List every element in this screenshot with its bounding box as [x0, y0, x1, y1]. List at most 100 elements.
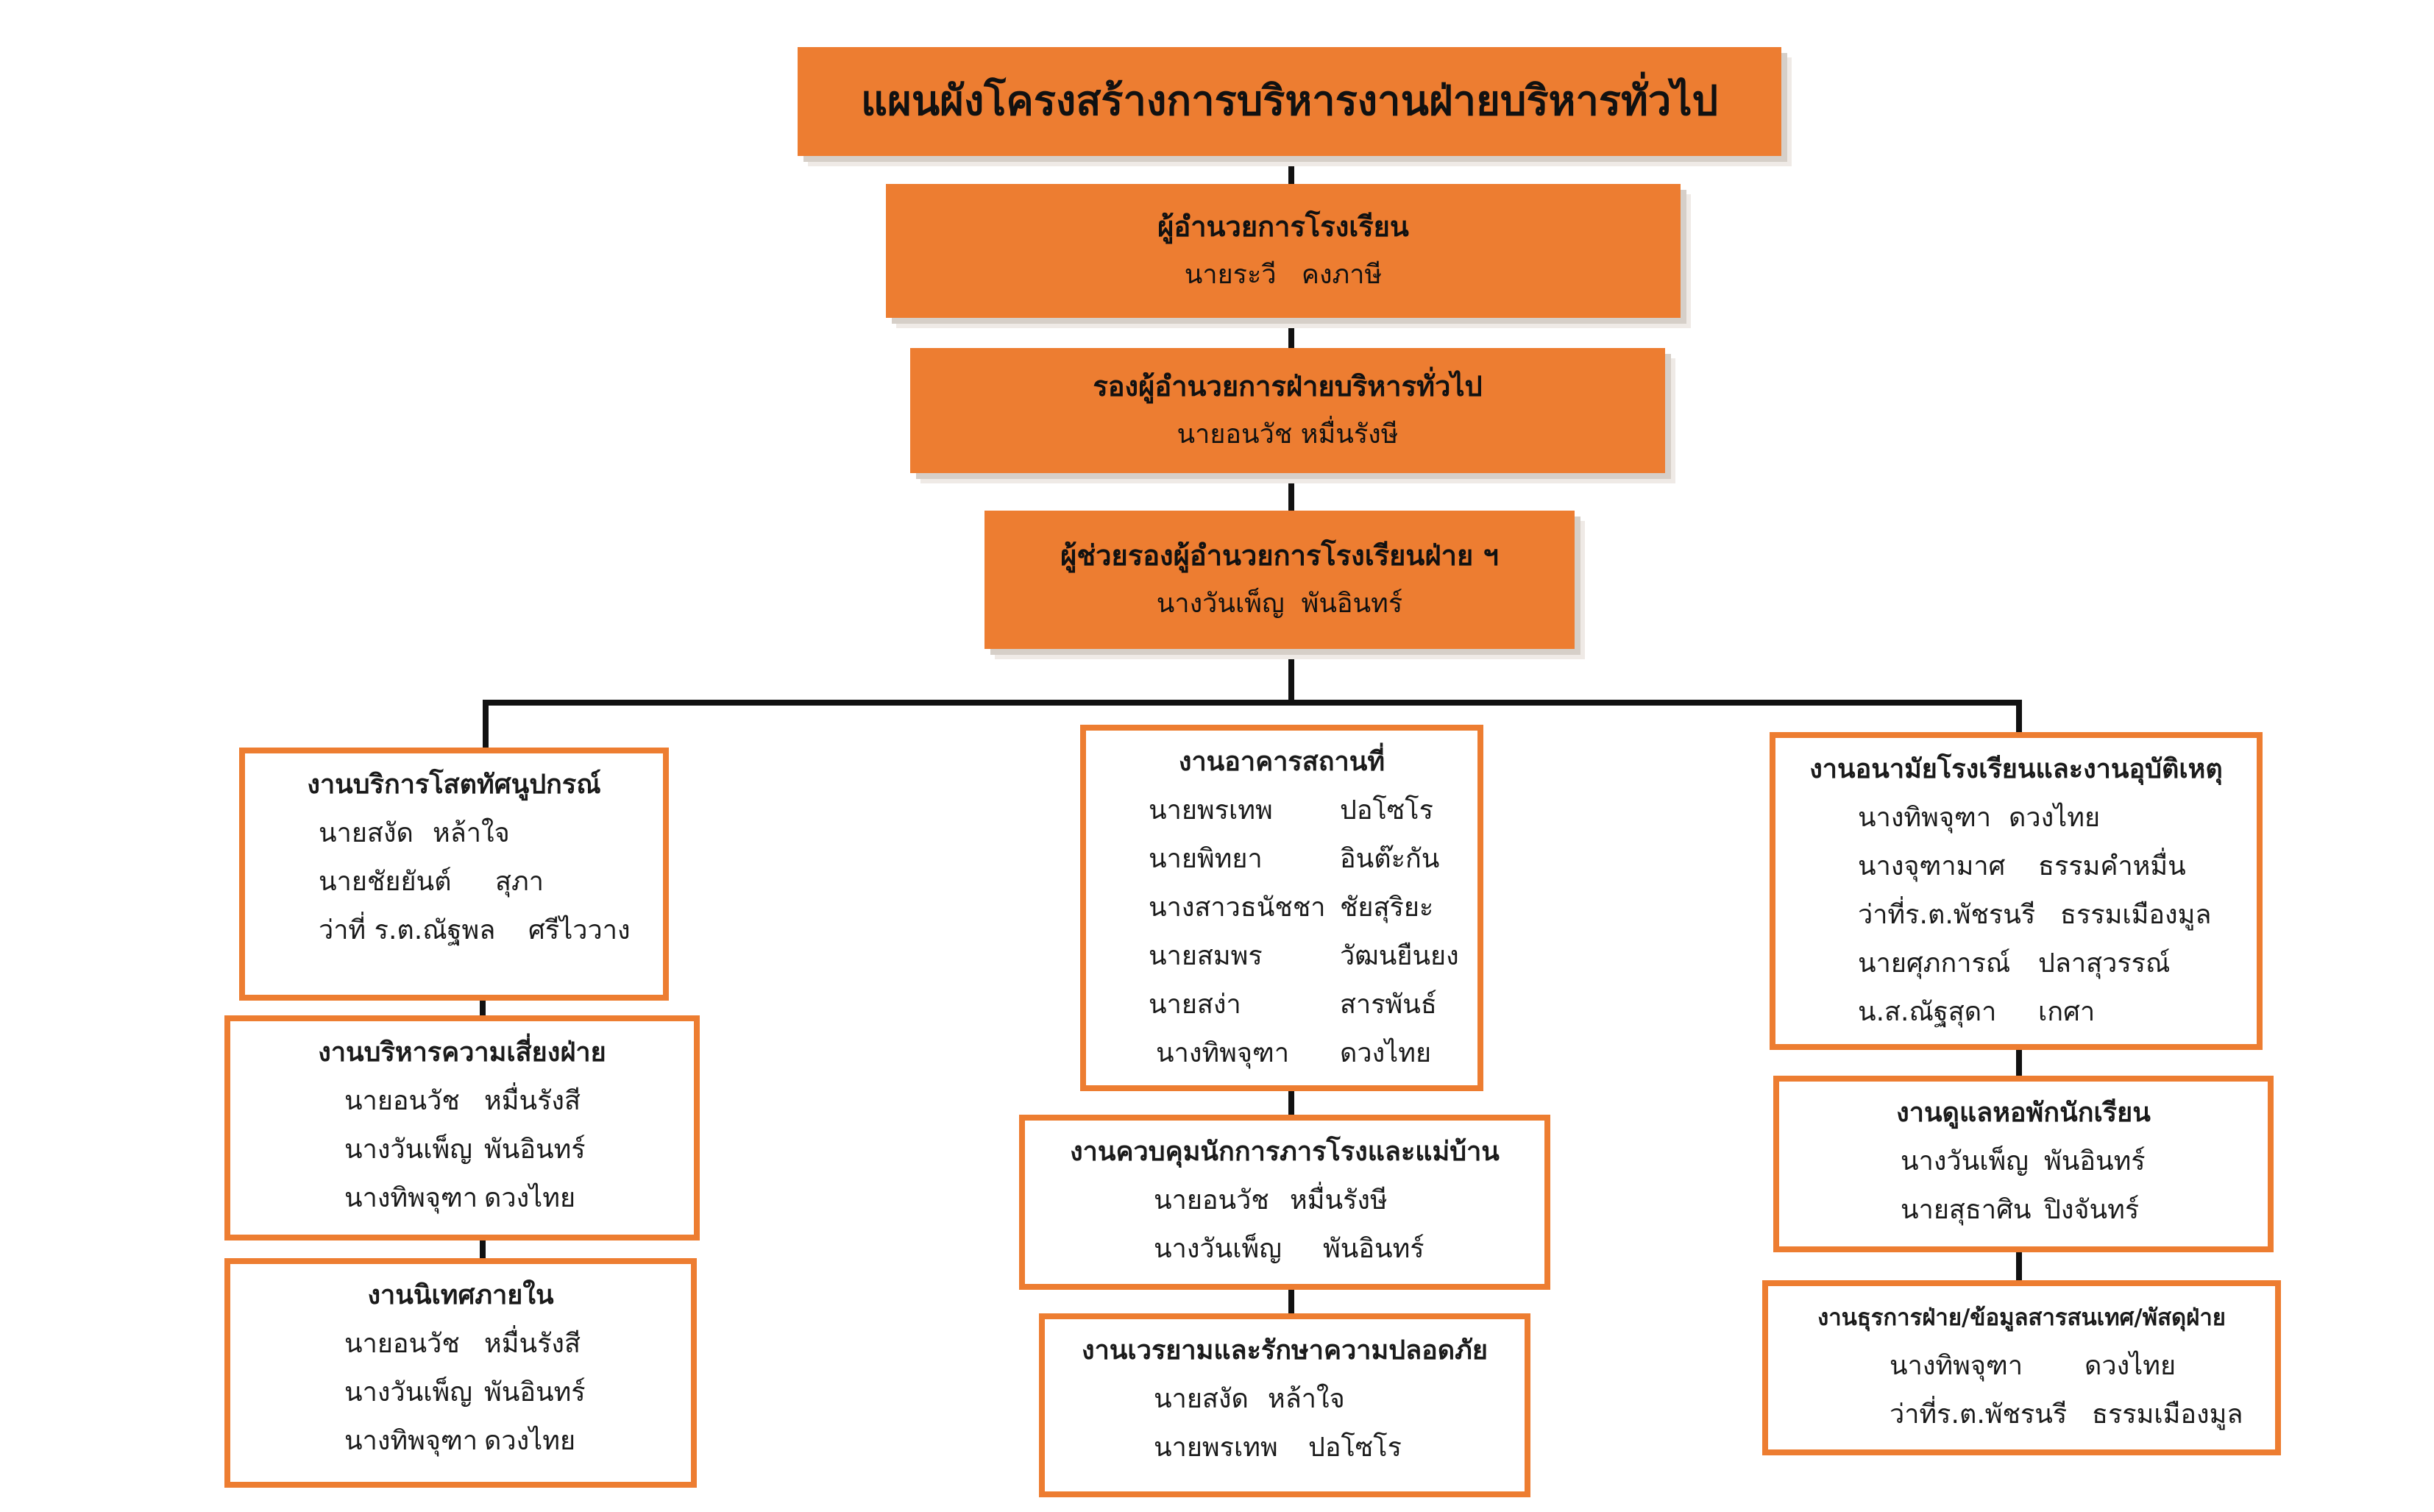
member-surname: ธรรมเมืองมูล	[2092, 1399, 2243, 1430]
member-name: นายอนวัช	[344, 1086, 460, 1116]
member-row: นางสาวธนัชชา ชัยสุริยะ	[1149, 884, 1477, 932]
member-row: นางทิพจุฑา ดวงไทย	[1149, 1029, 1477, 1078]
assistant-box: ผู้ช่วยรองผู้อำนวยการโรงเรียนฝ่าย ฯ นางว…	[984, 511, 1575, 649]
unit-dormitory-care: งานดูแลหอพักนักเรียน นางวันเพ็ญพันอินทร์…	[1773, 1076, 2274, 1252]
member-surname: ดวงไทย	[1340, 1038, 1432, 1068]
member-name: นางทิพจุฑา	[344, 1183, 478, 1213]
member-surname: อินต๊ะกัน	[1340, 844, 1440, 874]
member-name: นายอนวัช	[1154, 1185, 1269, 1215]
member-row: นางวันเพ็ญ พันอินทร์	[1154, 1225, 1544, 1274]
assistant-role: ผู้ช่วยรองผู้อำนวยการโรงเรียนฝ่าย ฯ	[1060, 539, 1499, 572]
member-name: ว่าที่ร.ต.พัชรนรี	[1890, 1399, 2068, 1430]
member-row: ว่าที่ร.ต.พัชรนรี ธรรมเมืองมูล	[1890, 1391, 2275, 1439]
member-surname: ชัยสุริยะ	[1340, 892, 1434, 923]
unit-internal-supervision: งานนิเทศภายใน นายอนวัชหมื่นรังสี นางวันเ…	[224, 1258, 697, 1488]
connector-left-drop	[483, 700, 489, 751]
unit-buildings-grounds: งานอาคารสถานที่ นายพรเทพปอโซโร นายพิทยา อ…	[1080, 725, 1483, 1091]
member-surname: ดวงไทย	[2084, 1351, 2176, 1381]
assistant-name: นางวันเพ็ญ พันอินทร์	[1156, 589, 1403, 619]
member-name: นางทิพจุฑา	[344, 1426, 478, 1456]
member-surname: วัฒนยืนยง	[1340, 941, 1459, 971]
member-row: นางทิพจุฑา ดวงไทย	[1858, 794, 2257, 842]
member-surname: ปลาสุวรรณ์	[2038, 948, 2171, 979]
member-surname: ดวงไทย	[484, 1426, 576, 1456]
member-row: นางวันเพ็ญพันอินทร์	[1901, 1137, 2268, 1186]
member-row: ว่าที่ ร.ต.ณัฐพล ศรีไววาง	[319, 906, 663, 955]
unit-title: งานควบคุมนักการภารโรงและแม่บ้าน	[1070, 1137, 1500, 1167]
unit-av-services: งานบริการโสตทัศนูปกรณ์ นายสงัดหล้าใจ นาย…	[239, 748, 669, 1001]
unit-title: งานดูแลหอพักนักเรียน	[1896, 1098, 2151, 1128]
member-surname: สุภา	[495, 867, 544, 897]
member-surname: ธรรมคำหมื่น	[2038, 851, 2186, 881]
member-row: นายพรเทพปอโซโร	[1149, 787, 1477, 835]
unit-title: งานนิเทศภายใน	[367, 1280, 554, 1310]
member-name: นายพรเทพ	[1154, 1433, 1278, 1463]
chart-title: แผนผังโครงสร้างการบริหารงานฝ่ายบริหารทั่…	[860, 77, 1719, 125]
member-row: นายชัยยันต์ สุภา	[319, 858, 663, 906]
member-row: นางวันเพ็ญพันอินทร์	[344, 1126, 694, 1174]
member-row: นายอนวัชหมื่นรังสี	[344, 1320, 691, 1369]
member-row: ว่าที่ร.ต.พัชรนรี ธรรมเมืองมูล	[1858, 891, 2257, 940]
unit-title: งานธุรการฝ่าย/ข้อมูลสารสนเทศ/พัสดุฝ่าย	[1817, 1305, 2226, 1331]
member-surname: ดวงไทย	[2009, 803, 2101, 833]
member-name: ว่าที่ ร.ต.ณัฐพล	[319, 915, 496, 945]
member-row: น.ส.ณัฐสุดา เกศา	[1858, 988, 2257, 1037]
member-surname: ดวงไทย	[484, 1183, 576, 1213]
member-name: นายพิทยา	[1149, 844, 1263, 874]
deputy-name: นายอนวัช หมื่นรังษี	[1177, 419, 1399, 450]
member-name: นายสงัด	[1154, 1384, 1249, 1414]
member-name: นางจุฑามาศ	[1858, 851, 2006, 881]
member-row: นางวันเพ็ญพันอินทร์	[344, 1369, 691, 1417]
member-name: นางวันเพ็ญ	[1901, 1146, 2029, 1176]
member-row: นายพิทยา อินต๊ะกัน	[1149, 835, 1477, 884]
member-name: นายสง่า	[1149, 990, 1241, 1020]
member-name: นางทิพจุฑา	[1890, 1351, 2023, 1381]
member-name: นายชัยยันต์	[319, 867, 452, 897]
member-name: นายศุภการณ์	[1858, 948, 2011, 979]
unit-security-guard: งานเวรยามและรักษาความปลอดภัย นายสงัดหล้า…	[1039, 1313, 1530, 1497]
member-row: นายสงัดหล้าใจ	[319, 809, 663, 858]
deputy-role: รองผู้อำนวยการฝ่ายบริหารทั่วไป	[1093, 370, 1483, 402]
member-surname: หมื่นรังษี	[1290, 1185, 1388, 1215]
member-name: นายพรเทพ	[1149, 795, 1273, 826]
member-name: นายสงัด	[319, 818, 414, 848]
member-row: นายสุธาศิน ปิงจันทร์	[1901, 1186, 2268, 1235]
member-row: นายอนวัช หมื่นรังษี	[1154, 1176, 1544, 1225]
member-name: นางวันเพ็ญ	[1154, 1234, 1282, 1264]
member-surname: ปิงจันทร์	[2044, 1195, 2140, 1225]
member-name: นางทิพจุฑา	[1858, 803, 1992, 833]
member-name: ว่าที่ร.ต.พัชรนรี	[1858, 900, 2036, 930]
member-surname: ธรรมเมืองมูล	[2060, 900, 2212, 930]
unit-school-health: งานอนามัยโรงเรียนและงานอุบัติเหตุ นางทิพ…	[1770, 732, 2263, 1050]
member-name: นายสุธาศิน	[1901, 1195, 2032, 1225]
unit-janitor-housekeeping: งานควบคุมนักการภารโรงและแม่บ้าน นายอนวัช…	[1019, 1115, 1550, 1290]
member-surname: พันอินทร์	[1323, 1234, 1424, 1264]
member-row: นางทิพจุฑาดวงไทย	[344, 1174, 694, 1223]
member-name: น.ส.ณัฐสุดา	[1858, 997, 1997, 1027]
member-name: นางทิพจุฑา	[1156, 1038, 1290, 1068]
member-row: นางทิพจุฑาดวงไทย	[344, 1417, 691, 1466]
member-surname: ปอโซโร	[1308, 1433, 1402, 1463]
member-surname: หมื่นรังสี	[484, 1086, 581, 1116]
deputy-box: รองผู้อำนวยการฝ่ายบริหารทั่วไป นายอนวัช …	[910, 348, 1665, 473]
unit-admin-info-supplies: งานธุรการฝ่าย/ข้อมูลสารสนเทศ/พัสดุฝ่าย น…	[1762, 1280, 2281, 1455]
member-name: นางสาวธนัชชา	[1149, 892, 1326, 923]
member-row: นายสมพร วัฒนยืนยง	[1149, 932, 1477, 981]
member-surname: ศรีไววาง	[528, 915, 631, 945]
unit-title: งานบริหารความเสี่ยงฝ่าย	[318, 1037, 606, 1068]
connector-horizontal-bar	[483, 700, 2022, 706]
member-surname: สารพันธ์	[1340, 990, 1437, 1020]
chart-title-box: แผนผังโครงสร้างการบริหารงานฝ่ายบริหารทั่…	[798, 47, 1781, 156]
member-name: นางวันเพ็ญ	[344, 1377, 472, 1408]
member-name: นายสมพร	[1149, 941, 1263, 971]
unit-title: งานอาคารสถานที่	[1178, 747, 1385, 777]
unit-title: งานอนามัยโรงเรียนและงานอุบัติเหตุ	[1809, 754, 2223, 784]
member-row: นางทิพจุฑา ดวงไทย	[1890, 1342, 2275, 1391]
member-row: นายพรเทพ ปอโซโร	[1154, 1424, 1525, 1472]
unit-title: งานเวรยามและรักษาความปลอดภัย	[1082, 1335, 1488, 1366]
member-surname: เกศา	[2038, 997, 2096, 1027]
member-row: นายสง่า สารพันธ์	[1149, 981, 1477, 1029]
unit-title: งานบริการโสตทัศนูปกรณ์	[307, 770, 601, 800]
director-box: ผู้อำนวยการโรงเรียน นายระวี คงภาษี	[886, 184, 1681, 318]
connector-right-drop	[2016, 700, 2022, 738]
